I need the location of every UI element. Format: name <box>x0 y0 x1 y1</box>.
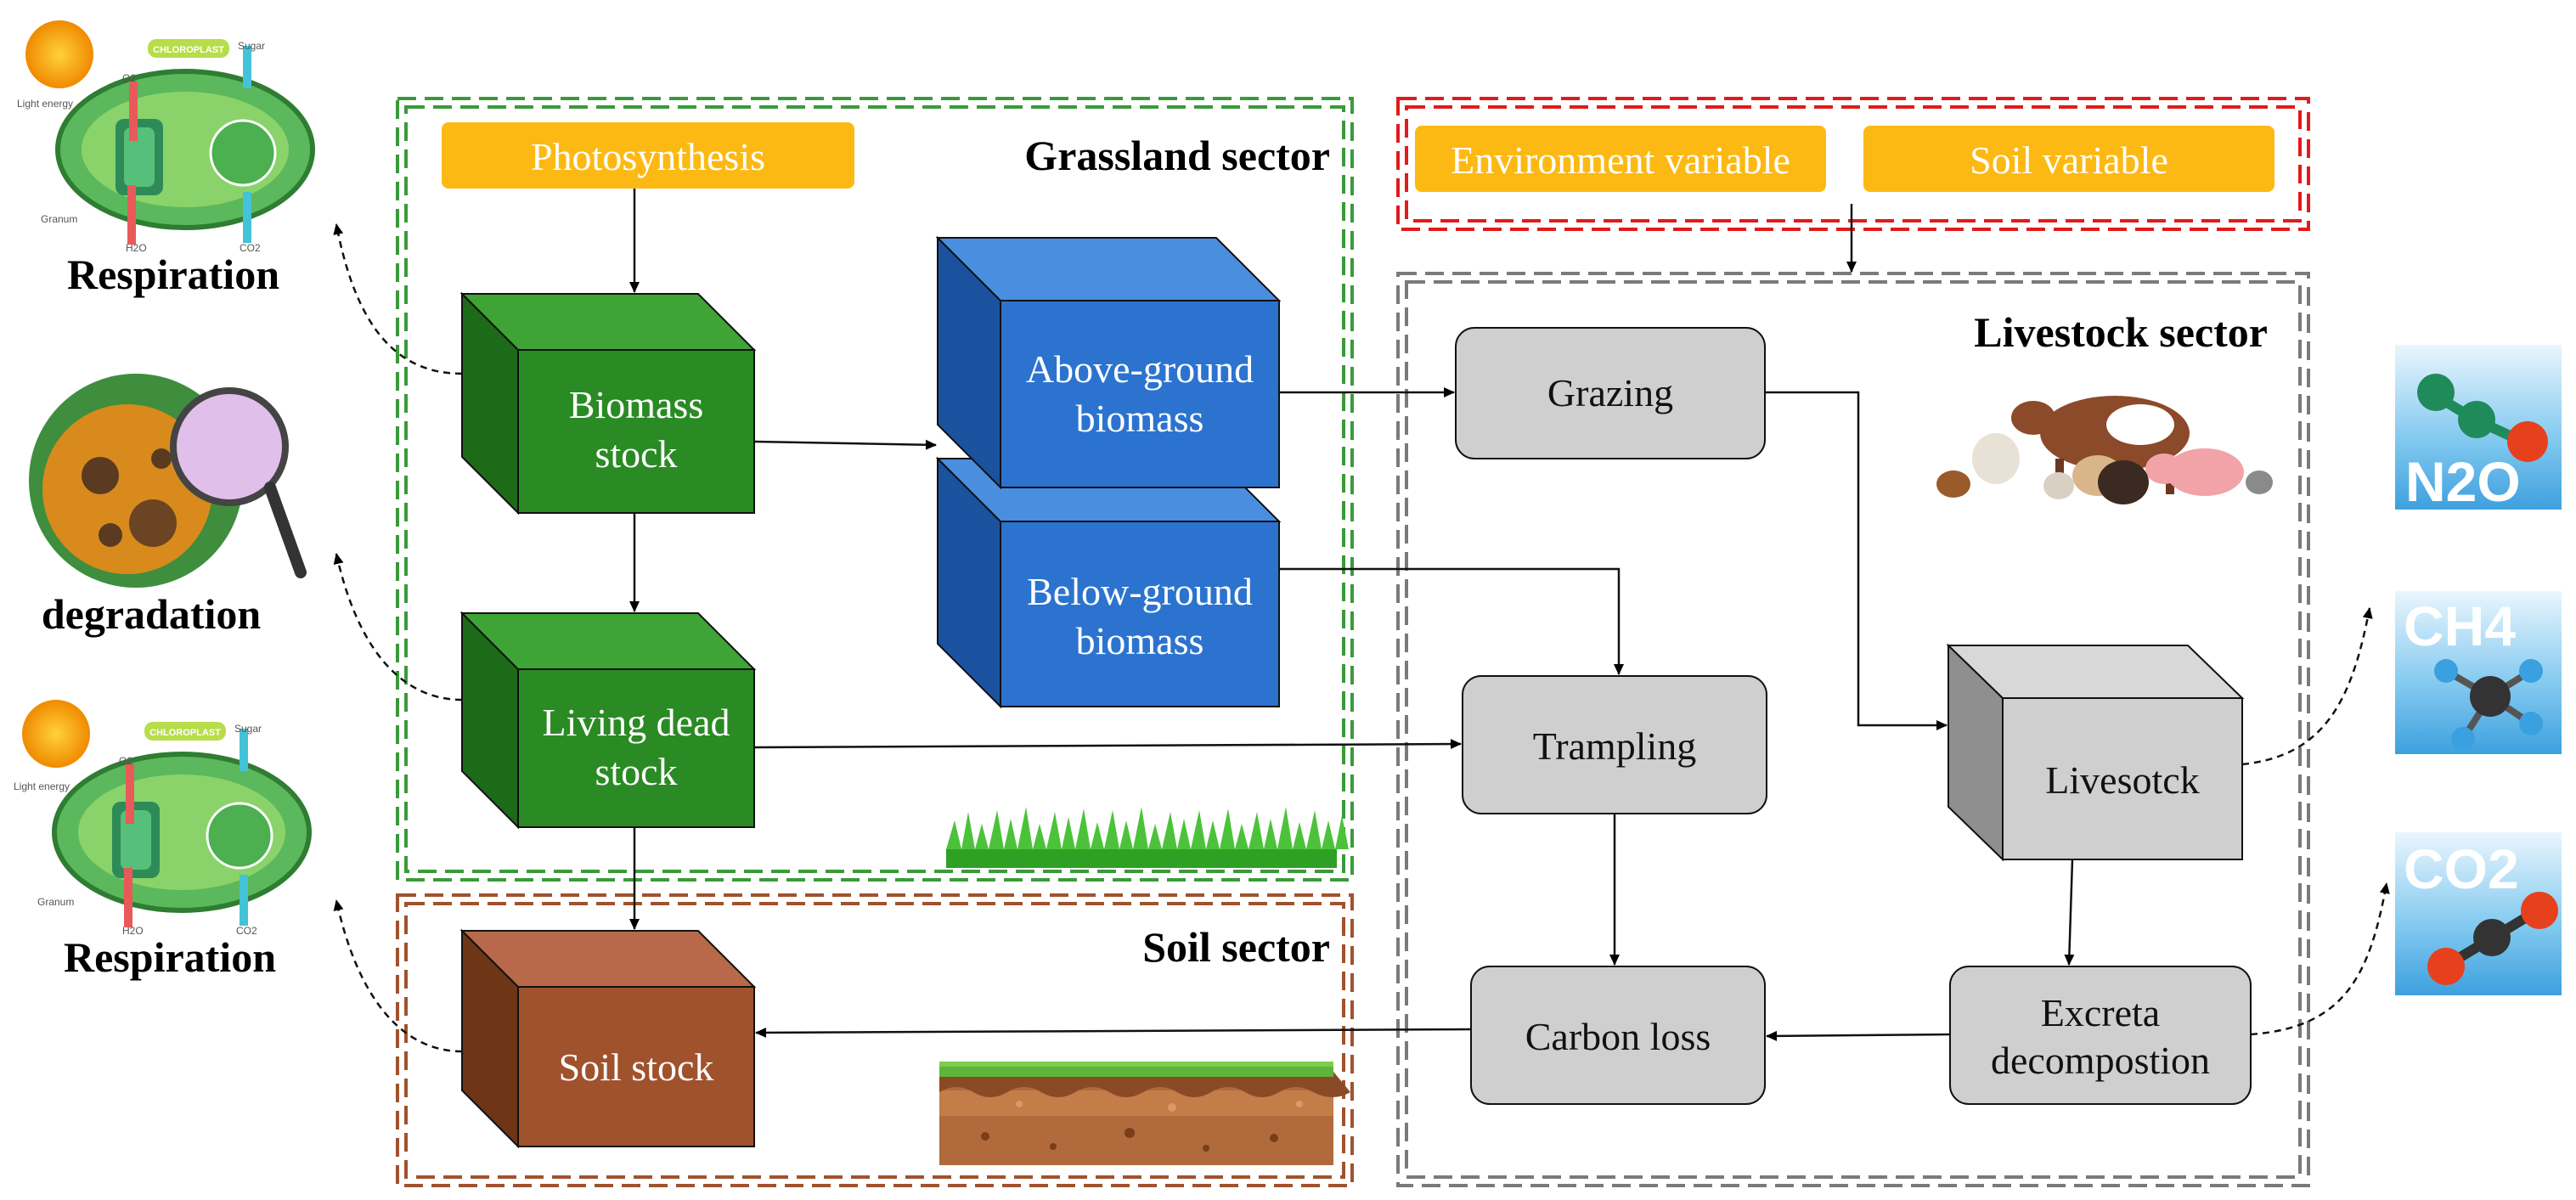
granum-label-bottom: Granum <box>37 896 74 908</box>
livestock-sector-frame <box>1396 272 2310 1187</box>
biomass-stock-cube: Biomass stock <box>459 291 757 515</box>
below-ground-label-1: Below-ground <box>1027 570 1253 613</box>
trampling-box: Trampling <box>1462 675 1767 814</box>
below-ground-label-2: biomass <box>1076 619 1204 662</box>
respiration-label-bottom: Respiration <box>64 933 276 981</box>
living-dead-stock-label-1: Living dead <box>543 701 730 744</box>
degradation-illustration <box>29 374 307 588</box>
soil-variable-label: Soil variable <box>1970 138 2168 182</box>
photosynthesis-label: Photosynthesis <box>531 135 765 178</box>
co2-tile: CO2 <box>2395 832 2562 995</box>
carbon-loss-box: Carbon loss <box>1470 966 1766 1105</box>
living-dead-stock-cube: Living dead stock <box>459 611 757 830</box>
soil-layer-image <box>939 1062 1350 1165</box>
arrow-grazing-to-livestock <box>1765 391 1948 730</box>
livestock-label: Livesotck <box>2045 758 2199 802</box>
arrow-biomass-to-above-ground <box>753 439 937 450</box>
degradation-label: degradation <box>42 590 262 638</box>
co2-label-bottom: CO2 <box>236 925 257 937</box>
living-dead-stock-label-2: stock <box>595 750 677 793</box>
dashed-arrow-biomass-respiration <box>333 223 463 375</box>
soil-variable-box: Soil variable <box>1863 126 2274 192</box>
sugar-label-top: Sugar <box>238 40 265 52</box>
biomass-stock-label-1: Biomass <box>569 383 703 426</box>
above-ground-biomass-cube: Above-ground biomass <box>935 235 1282 490</box>
co2-label-top: CO2 <box>240 242 261 254</box>
above-ground-label-2: biomass <box>1076 397 1204 440</box>
arrow-below-ground-to-trampling <box>1279 567 1624 675</box>
livestock-cube: Livesotck <box>1946 643 2245 862</box>
dashed-arrow-livestock-to-ch4 <box>2241 607 2373 766</box>
granum-label-top: Granum <box>41 213 77 225</box>
photosynthesis-box: Photosynthesis <box>442 122 854 189</box>
biomass-stock-label-2: stock <box>595 432 677 476</box>
sugar-label-bottom: Sugar <box>234 723 262 735</box>
soil-sector-frame <box>396 893 1354 1187</box>
above-ground-label-1: Above-ground <box>1026 347 1254 391</box>
chloroplast-label-bottom: CHLOROPLAST <box>149 728 221 738</box>
livestock-sector-title: Livestock sector <box>1974 308 2268 356</box>
ch4-tile: CH4 <box>2395 591 2562 754</box>
environment-variable-box: Environment variable <box>1415 126 1826 192</box>
carbon-loss-label: Carbon loss <box>1525 1015 1711 1058</box>
ch4-label: CH4 <box>2404 594 2516 657</box>
co2-label: CO2 <box>2404 837 2519 900</box>
arrow-livestock-to-excreta <box>2064 859 2075 966</box>
dashed-arrow-excreta-to-co2 <box>2250 882 2390 1036</box>
respiration-label-top: Respiration <box>67 251 279 298</box>
excreta-label-1: Excreta <box>2041 991 2160 1034</box>
light-energy-label-bottom: Light energy <box>14 780 70 792</box>
light-energy-label-top: Light energy <box>17 98 73 110</box>
chloroplast-illustration-bottom: CHLOROPLAST O2 Sugar Light energy Granum… <box>14 700 312 937</box>
excreta-label-2: decompostion <box>1991 1039 2210 1082</box>
trampling-label: Trampling <box>1533 724 1697 768</box>
grassland-sector-title: Grassland sector <box>1024 132 1330 179</box>
below-ground-biomass-cube: Below-ground biomass <box>935 456 1282 709</box>
n2o-label: N2O <box>2405 450 2521 513</box>
variables-frame <box>1396 97 2310 231</box>
h2o-label-bottom: H2O <box>122 925 144 937</box>
environment-variable-label: Environment variable <box>1451 138 1790 182</box>
grazing-label: Grazing <box>1547 371 1673 414</box>
arrow-carbon-loss-to-soil <box>755 1027 1472 1038</box>
o2-label-bottom: O2 <box>119 755 132 767</box>
grazing-box: Grazing <box>1455 327 1766 459</box>
arrow-living-dead-to-trampling <box>753 739 1462 750</box>
soil-stock-cube: Soil stock <box>459 928 757 1149</box>
chloroplast-illustration-top: CHLOROPLAST O2 Sugar Light energy Granum… <box>17 20 315 254</box>
arrow-excreta-to-carbon-loss <box>1766 1030 1951 1041</box>
n2o-tile: N2O <box>2395 345 2562 513</box>
soil-sector-title: Soil sector <box>1142 923 1330 971</box>
grassland-sector-frame <box>396 97 1354 882</box>
o2-label-top: O2 <box>122 72 136 84</box>
livestock-animals-image <box>1936 396 2273 504</box>
chloroplast-label-top: CHLOROPLAST <box>153 45 224 55</box>
grass-image <box>946 807 1349 868</box>
excreta-decomposition-box: Excreta decompostion <box>1949 966 2252 1105</box>
soil-stock-label: Soil stock <box>559 1045 714 1089</box>
h2o-label-top: H2O <box>126 242 147 254</box>
